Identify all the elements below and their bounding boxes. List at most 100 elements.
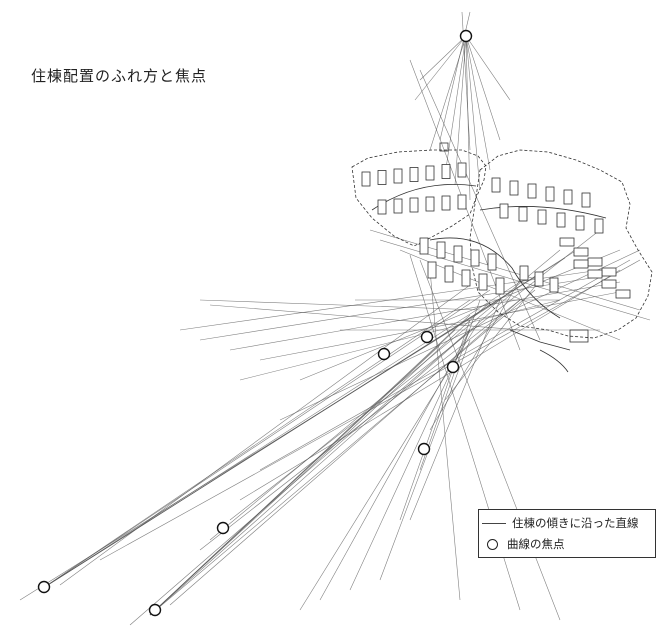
housing-block [495, 277, 505, 295]
housing-block [615, 289, 631, 299]
housing-site-plan [351, 142, 653, 373]
small-building [439, 142, 449, 152]
tilt-line [409, 299, 501, 521]
tilt-line [259, 289, 631, 361]
line-icon [482, 522, 506, 524]
tilt-line [209, 304, 521, 331]
west-cluster-outline [351, 149, 487, 247]
housing-block [393, 198, 403, 214]
tilt-line [149, 289, 536, 616]
housing-block [581, 192, 591, 208]
housing-block [419, 237, 429, 255]
tilt-line [39, 289, 491, 591]
legend-item-line: 住棟の傾きに沿った直線 [479, 514, 639, 532]
housing-block [518, 206, 528, 222]
housing-block [549, 277, 559, 293]
tilt-line [259, 259, 631, 471]
housing-block [425, 196, 435, 212]
tilt-line [149, 294, 511, 616]
tilt-line [414, 35, 467, 101]
housing-block [573, 247, 589, 257]
focus-point [216, 521, 230, 535]
tilt-line [199, 299, 521, 551]
east-cluster-outline [469, 149, 653, 339]
housing-block [499, 203, 509, 219]
housing-block [453, 245, 463, 263]
housing-block [425, 165, 435, 181]
focus-point [417, 442, 431, 456]
tilt-line [239, 299, 561, 381]
tilt-line [419, 35, 467, 81]
tilt-line [429, 279, 521, 431]
focus-point [420, 330, 434, 344]
housing-block [441, 164, 451, 179]
housing-block [393, 168, 403, 184]
tilt-line [465, 35, 511, 101]
building-blocks [361, 162, 631, 299]
housing-block [545, 186, 555, 202]
housing-block [409, 197, 419, 213]
housing-block [491, 177, 501, 193]
tilt-line [279, 249, 641, 421]
road [539, 349, 569, 373]
housing-block [441, 195, 451, 211]
tilt-line [39, 299, 471, 591]
housing-block [556, 212, 566, 228]
road [429, 237, 561, 319]
tilt-line [419, 69, 541, 341]
tilt-line [149, 314, 471, 616]
housing-block [457, 194, 467, 210]
tilt-line [419, 259, 561, 621]
housing-block [487, 253, 497, 271]
tilt-line [399, 319, 471, 521]
tilt-line [369, 229, 641, 311]
housing-block [377, 199, 387, 215]
tilt-line [299, 249, 621, 381]
housing-block [587, 257, 603, 267]
housing-block [478, 273, 488, 291]
tilt-line [465, 35, 501, 141]
housing-block [377, 170, 387, 185]
housing-block [519, 265, 529, 281]
legend-item-focus: 曲線の焦点 [479, 535, 565, 553]
housing-block [559, 237, 575, 247]
tilt-line [19, 299, 501, 601]
tilt-line [444, 35, 467, 176]
tilt-line [209, 249, 561, 541]
tilt-line [465, 35, 481, 191]
housing-block [575, 215, 585, 231]
housing-block [470, 249, 480, 267]
tilt-line [99, 259, 641, 561]
tilt-line [229, 281, 621, 351]
housing-block [427, 261, 437, 279]
housing-block [461, 269, 471, 287]
building-tilt-lines [19, 11, 651, 626]
diagram-title: 住棟配置のふれ方と焦点 [31, 67, 208, 85]
tilt-line [239, 269, 621, 501]
housing-block [409, 167, 419, 182]
tilt-line [379, 339, 471, 581]
housing-block [457, 162, 467, 178]
housing-block [601, 267, 617, 277]
housing-block [509, 180, 519, 196]
housing-block [587, 269, 603, 279]
tilt-line [465, 35, 491, 171]
circle-icon [487, 538, 498, 550]
focus-point [148, 603, 162, 617]
tilt-line [59, 284, 471, 586]
legend-line-label: 住棟の傾きに沿った直線 [512, 516, 639, 530]
tilt-line [39, 281, 521, 591]
focus-point [446, 360, 460, 374]
road [479, 206, 607, 219]
housing-block [444, 265, 454, 283]
housing-block [563, 189, 573, 205]
tilt-line [199, 299, 481, 311]
road [509, 329, 571, 351]
tilt-line [149, 301, 491, 616]
housing-block [436, 241, 446, 259]
housing-block [527, 183, 537, 199]
tilt-line [349, 329, 471, 591]
tilt-line [169, 299, 521, 606]
focus-points [37, 29, 473, 617]
